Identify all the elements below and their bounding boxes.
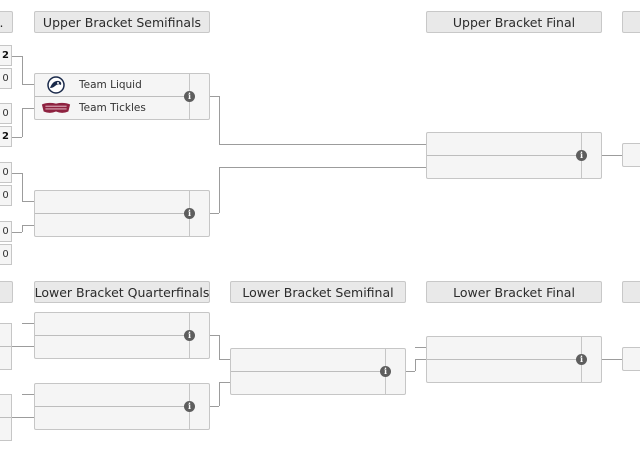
- score-r1m1-team1: 2: [0, 45, 12, 66]
- connector: [219, 382, 230, 383]
- header-lower-bracket-final: Lower Bracket Final: [426, 281, 602, 303]
- header-upper-bracket-final: Upper Bracket Final: [426, 11, 602, 33]
- score-r1m4-team2: 0: [0, 244, 12, 265]
- connector: [210, 96, 219, 97]
- header-left-cut-label: .: [0, 15, 3, 30]
- score-r1m2-team2: 2: [0, 126, 12, 147]
- score-value: 0: [2, 190, 9, 201]
- connector: [219, 96, 220, 144]
- connector: [219, 144, 426, 145]
- lower-left-match-stub-2: [0, 394, 12, 441]
- team-name: Team Tickles: [79, 102, 146, 114]
- connector: [22, 173, 23, 201]
- connector: [12, 417, 34, 418]
- match-divider: [427, 359, 582, 360]
- connector: [415, 359, 426, 360]
- score-value: 0: [2, 108, 9, 119]
- score-r1m4-team1: 0: [0, 221, 12, 242]
- info-icon[interactable]: i: [184, 91, 195, 102]
- team-row-team-tickles[interactable]: Team Tickles: [41, 97, 187, 119]
- match-divider: [35, 96, 190, 97]
- match-divider: [35, 213, 190, 214]
- team-liquid-logo: [41, 75, 71, 95]
- match-lb-quarterfinal-1[interactable]: i: [34, 312, 210, 359]
- stub-divider: [0, 346, 11, 347]
- connector: [219, 167, 220, 213]
- header-label: Lower Bracket Final: [453, 284, 575, 300]
- match-lb-quarterfinal-2[interactable]: i: [34, 383, 210, 430]
- connector: [602, 359, 622, 360]
- header-right-cut-upper: [622, 11, 640, 33]
- score-r1m3-team1: 0: [0, 162, 12, 183]
- match-ub-semifinal-2[interactable]: i: [34, 190, 210, 237]
- score-r1m2-team1: 0: [0, 103, 12, 124]
- connector: [22, 84, 34, 85]
- header-right-cut-lower: [622, 281, 640, 303]
- score-value: 0: [2, 73, 9, 84]
- score-value: 0: [2, 167, 9, 178]
- connector: [22, 108, 23, 137]
- score-value: 0: [2, 226, 9, 237]
- match-divider: [35, 406, 190, 407]
- header-left-cut-lower: [0, 281, 13, 303]
- header-lower-bracket-quarterfinals: Lower Bracket Quarterfinals: [34, 281, 210, 303]
- connector: [602, 155, 622, 156]
- connector: [210, 335, 219, 336]
- connector: [12, 232, 22, 233]
- connector: [22, 56, 23, 84]
- score-r1m1-team2: 0: [0, 68, 12, 89]
- match-ub-final[interactable]: i: [426, 132, 602, 179]
- match-lb-final[interactable]: i: [426, 336, 602, 383]
- score-value: 2: [2, 50, 9, 61]
- match-divider: [35, 335, 190, 336]
- team-name: Team Liquid: [79, 79, 142, 91]
- match-divider: [231, 371, 386, 372]
- connector: [219, 359, 230, 360]
- connector: [415, 347, 426, 348]
- info-icon[interactable]: i: [184, 330, 195, 341]
- match-lb-semifinal[interactable]: i: [230, 348, 406, 395]
- connector: [12, 346, 34, 347]
- match-right-cut-lower[interactable]: [622, 347, 640, 371]
- connector: [22, 201, 34, 202]
- team-row-team-liquid[interactable]: Team Liquid: [41, 74, 187, 96]
- connector: [12, 56, 22, 57]
- match-ub-semifinal-1[interactable]: Team Liquid Team Tickles i: [34, 73, 210, 120]
- info-icon[interactable]: i: [380, 366, 391, 377]
- info-icon[interactable]: i: [576, 150, 587, 161]
- header-left-cut: .: [0, 11, 13, 33]
- header-upper-bracket-semifinals: Upper Bracket Semifinals: [34, 11, 210, 33]
- connector: [22, 108, 34, 109]
- connector: [210, 213, 219, 214]
- header-label: Lower Bracket Semifinal: [242, 284, 394, 300]
- info-icon[interactable]: i: [576, 354, 587, 365]
- connector: [22, 394, 34, 395]
- connector: [22, 323, 34, 324]
- connector: [219, 382, 220, 406]
- stub-divider: [0, 417, 11, 418]
- connector: [22, 225, 23, 232]
- header-label: Lower Bracket Quarterfinals: [34, 284, 210, 300]
- connector: [415, 359, 416, 371]
- info-icon[interactable]: i: [184, 208, 195, 219]
- connector: [12, 137, 22, 138]
- score-value: 2: [2, 131, 9, 142]
- match-right-cut-upper[interactable]: [622, 143, 640, 167]
- connector: [12, 173, 22, 174]
- score-r1m3-team2: 0: [0, 185, 12, 206]
- connector: [219, 335, 220, 359]
- score-value: 0: [2, 249, 9, 260]
- connector: [406, 371, 415, 372]
- header-label: Upper Bracket Final: [452, 14, 576, 30]
- info-icon[interactable]: i: [184, 401, 195, 412]
- connector: [22, 225, 34, 226]
- connector: [210, 406, 219, 407]
- header-lower-bracket-semifinal: Lower Bracket Semifinal: [230, 281, 406, 303]
- match-divider: [427, 155, 582, 156]
- connector: [219, 167, 426, 168]
- header-label: Upper Bracket Semifinals: [42, 14, 202, 30]
- team-tickles-logo: [41, 98, 71, 118]
- lower-left-match-stub-1: [0, 323, 12, 370]
